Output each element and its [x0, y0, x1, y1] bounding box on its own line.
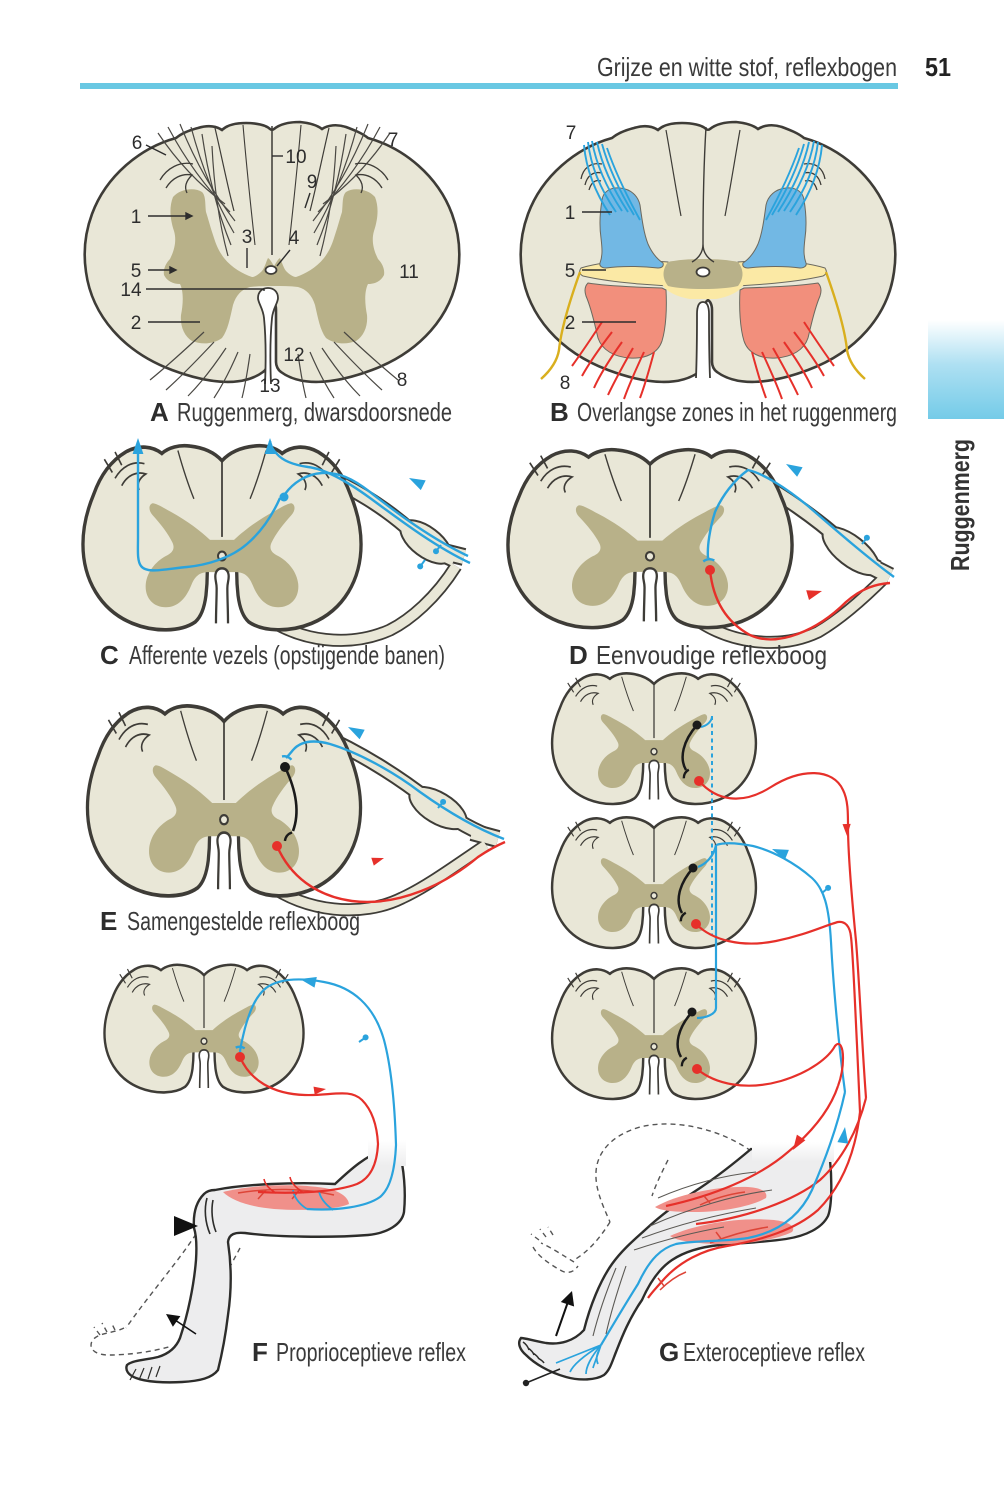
svg-text:Exteroceptieve reflex: Exteroceptieve reflex: [683, 1337, 865, 1367]
svg-text:Overlangse zones in het ruggen: Overlangse zones in het ruggenmerg: [577, 397, 897, 427]
svg-text:2: 2: [565, 313, 576, 334]
svg-text:Eenvoudige reflexboog: Eenvoudige reflexboog: [596, 640, 827, 670]
svg-text:4: 4: [289, 228, 300, 249]
svg-text:G: G: [659, 1337, 679, 1367]
svg-text:14: 14: [120, 280, 142, 301]
svg-text:2: 2: [131, 313, 142, 334]
svg-text:8: 8: [397, 370, 408, 391]
svg-text:F: F: [252, 1337, 268, 1367]
svg-text:Ruggenmerg, dwarsdoorsnede: Ruggenmerg, dwarsdoorsnede: [177, 397, 452, 427]
svg-text:11: 11: [399, 262, 419, 283]
svg-text:5: 5: [565, 261, 576, 282]
svg-text:Proprioceptieve reflex: Proprioceptieve reflex: [276, 1337, 466, 1367]
svg-text:12: 12: [283, 345, 304, 366]
svg-text:8: 8: [560, 373, 571, 394]
svg-text:51: 51: [925, 52, 951, 82]
svg-text:Afferente vezels (opstijgende: Afferente vezels (opstijgende banen): [129, 640, 445, 670]
svg-text:7: 7: [566, 123, 577, 144]
svg-text:Samengestelde reflexboog: Samengestelde reflexboog: [127, 906, 360, 936]
svg-text:13: 13: [259, 376, 280, 397]
svg-text:A: A: [150, 397, 169, 427]
svg-text:1: 1: [131, 207, 142, 228]
svg-text:E: E: [100, 906, 117, 936]
svg-text:Grijze en witte stof, reflexbo: Grijze en witte stof, reflexbogen: [597, 52, 897, 82]
svg-text:3: 3: [242, 227, 253, 248]
svg-text:B: B: [550, 397, 569, 427]
svg-text:6: 6: [132, 133, 143, 154]
svg-text:7: 7: [388, 130, 399, 151]
svg-text:5: 5: [131, 261, 142, 282]
svg-text:D: D: [569, 640, 588, 670]
svg-text:C: C: [100, 640, 119, 670]
svg-text:Ruggenmerg: Ruggenmerg: [945, 439, 975, 571]
svg-text:9: 9: [307, 172, 318, 193]
svg-text:1: 1: [565, 203, 576, 224]
svg-text:10: 10: [285, 147, 306, 168]
